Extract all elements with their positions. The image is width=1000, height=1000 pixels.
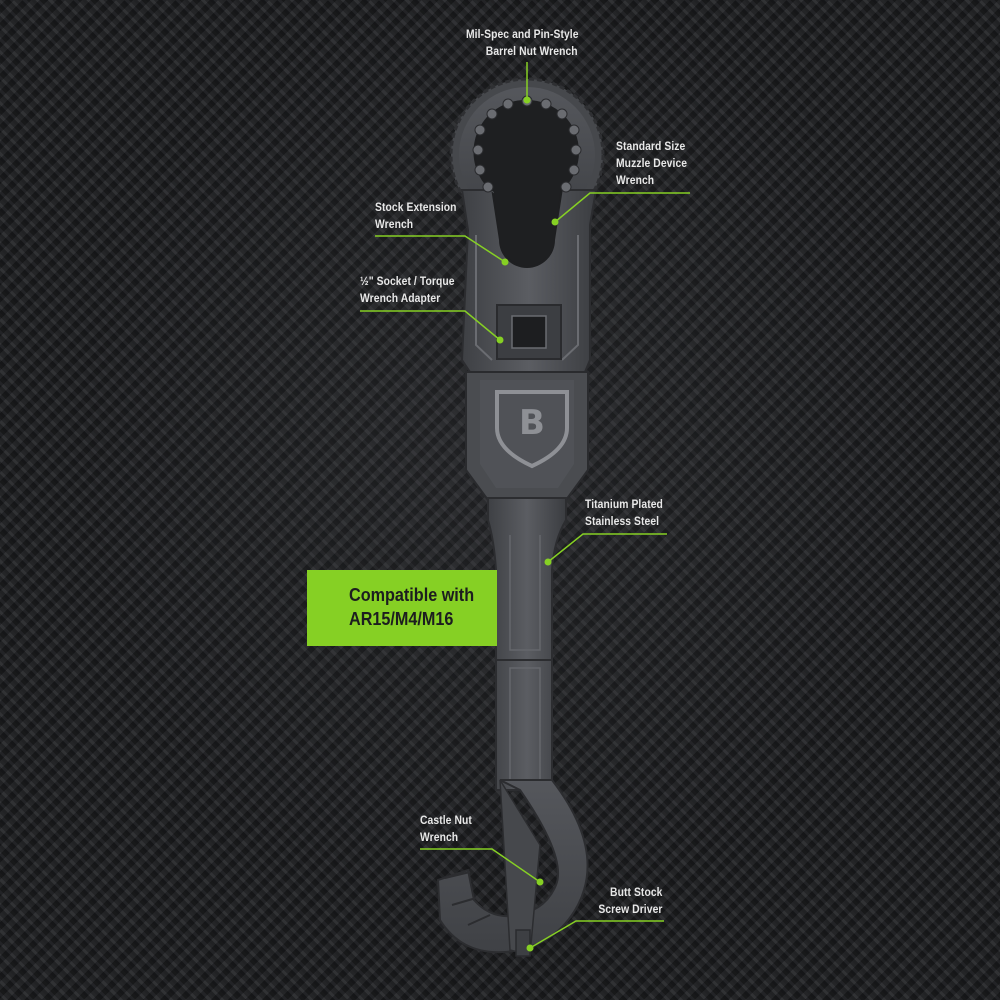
label-castle-nut-wrench: Castle Nut Wrench	[420, 812, 472, 846]
label-line: Screw Driver	[598, 902, 663, 916]
label-line: Castle Nut	[420, 813, 472, 827]
label-line: Muzzle Device	[616, 156, 688, 170]
label-line: Stainless Steel	[585, 514, 660, 528]
label-line: Butt Stock	[610, 885, 663, 899]
label-muzzle-device-wrench: Standard Size Muzzle Device Wrench	[616, 138, 687, 189]
badge-line: Compatible with	[349, 585, 475, 605]
label-line: Barrel Nut Wrench	[485, 44, 578, 58]
label-line: Wrench	[420, 830, 459, 844]
b-shield-logo: B	[495, 390, 569, 469]
square-socket-adapter	[496, 304, 562, 360]
label-socket-adapter: ½" Socket / Torque Wrench Adapter	[360, 273, 455, 307]
label-line: ½" Socket / Torque	[360, 274, 455, 288]
compatibility-badge-text: Compatible with AR15/M4/M16	[349, 583, 474, 631]
badge-line: AR15/M4/M16	[349, 609, 454, 629]
label-line: Titanium Plated	[585, 497, 663, 511]
label-stock-extension-wrench: Stock Extension Wrench	[375, 199, 457, 233]
label-butt-stock-screwdriver: Butt Stock Screw Driver	[598, 884, 663, 918]
label-barrel-nut-wrench: Mil-Spec and Pin-Style Barrel Nut Wrench	[466, 26, 579, 60]
label-line: Stock Extension	[375, 200, 457, 214]
label-line: Mil-Spec and Pin-Style	[466, 27, 579, 41]
label-line: Standard Size	[616, 139, 686, 153]
svg-text:B: B	[519, 403, 545, 443]
ring-pins	[472, 95, 582, 193]
castle-nut-hook	[436, 779, 589, 954]
label-line: Wrench	[616, 173, 655, 187]
label-titanium-plated: Titanium Plated Stainless Steel	[585, 496, 663, 530]
label-line: Wrench Adapter	[360, 291, 441, 305]
compatibility-badge	[307, 570, 497, 646]
label-line: Wrench	[375, 217, 414, 231]
